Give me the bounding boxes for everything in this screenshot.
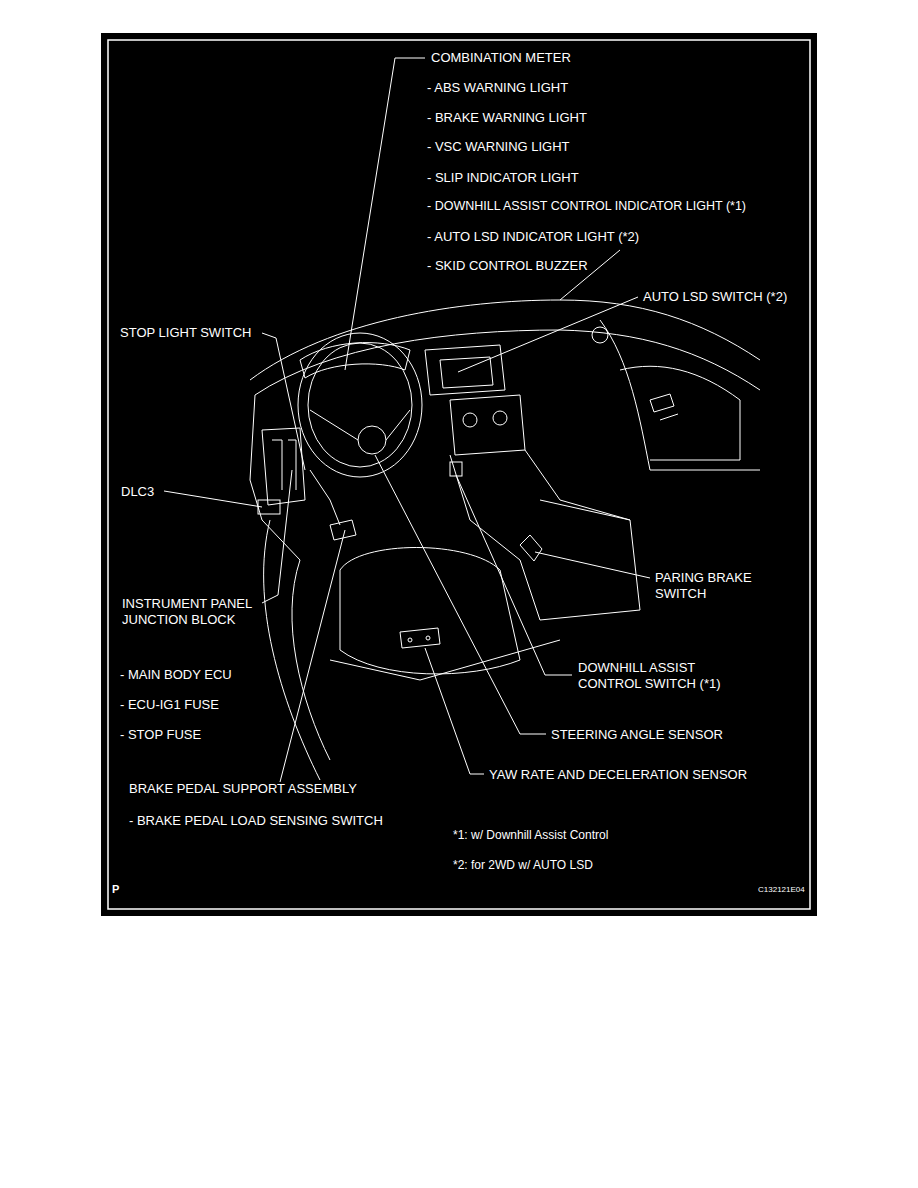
frame-ground xyxy=(101,33,817,916)
part-item: - STOP FUSE xyxy=(120,727,201,743)
part-name: DLC3 xyxy=(121,484,154,500)
part-item: - BRAKE WARNING LIGHT xyxy=(427,110,587,126)
figure-code: C132121E04 xyxy=(758,882,805,898)
part-item: - SLIP INDICATOR LIGHT xyxy=(427,170,579,186)
part-name: STEERING ANGLE SENSOR xyxy=(551,727,723,743)
part-name: DOWNHILL ASSIST CONTROL SWITCH (*1) xyxy=(578,660,730,692)
part-name: COMBINATION METER xyxy=(431,50,571,66)
part-name: BRAKE PEDAL SUPPORT ASSEMBLY xyxy=(129,781,357,797)
part-item: - VSC WARNING LIGHT xyxy=(427,139,570,155)
footnote: *2: for 2WD w/ AUTO LSD xyxy=(453,857,593,873)
part-name: YAW RATE AND DECELERATION SENSOR xyxy=(489,767,747,783)
part-name: AUTO LSD SWITCH (*2) xyxy=(643,289,787,305)
part-item: - BRAKE PEDAL LOAD SENSING SWITCH xyxy=(129,813,383,829)
leader-lines xyxy=(164,58,650,782)
part-item: - AUTO LSD INDICATOR LIGHT (*2) xyxy=(427,229,639,245)
part-name: PARING BRAKE SWITCH xyxy=(655,570,767,602)
part-item: - SKID CONTROL BUZZER xyxy=(427,258,588,274)
frame-border xyxy=(108,40,810,909)
part-item: - ECU-IG1 FUSE xyxy=(120,697,219,713)
part-name: STOP LIGHT SWITCH xyxy=(120,325,251,341)
part-item: - MAIN BODY ECU xyxy=(120,667,232,683)
page-mark: P xyxy=(112,881,119,897)
part-item: - ABS WARNING LIGHT xyxy=(427,80,568,96)
dashboard-drawing xyxy=(250,250,760,780)
part-item: - DOWNHILL ASSIST CONTROL INDICATOR LIGH… xyxy=(427,198,746,214)
part-name: INSTRUMENT PANEL JUNCTION BLOCK xyxy=(122,596,267,628)
footnote: *1: w/ Downhill Assist Control xyxy=(453,827,608,843)
